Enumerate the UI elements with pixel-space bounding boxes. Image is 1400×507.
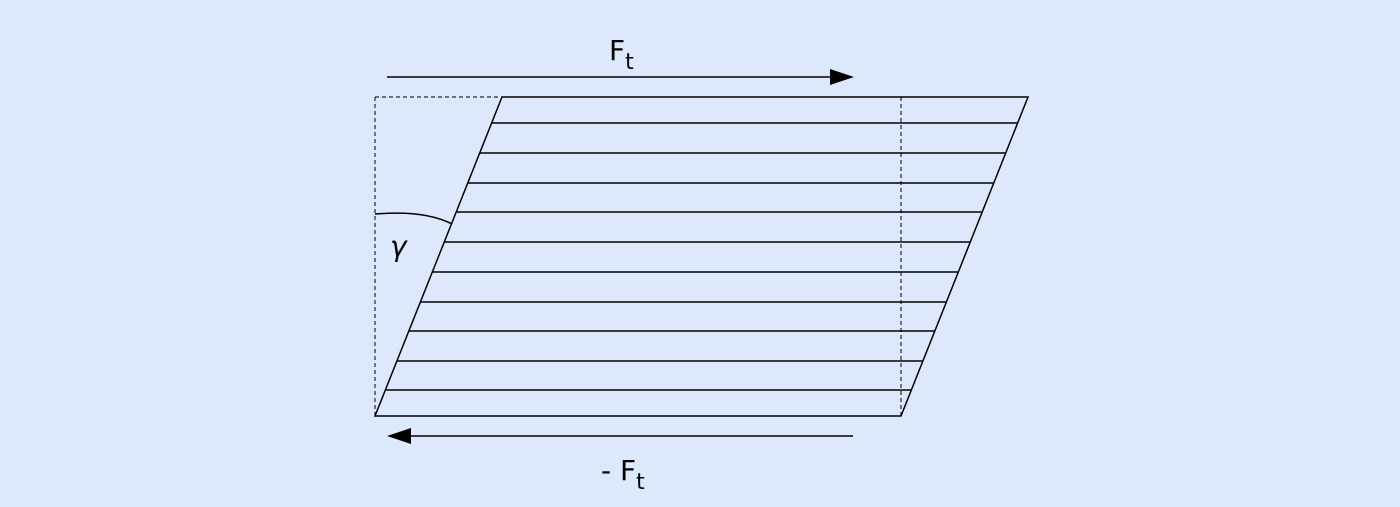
bottom-force-label: - Ft	[601, 454, 645, 495]
undeformed-outline	[374, 96, 902, 416]
top-force-arrowhead	[830, 69, 854, 85]
bottom-force-subscript: t	[636, 470, 645, 495]
top-force-symbol: F	[609, 34, 625, 67]
top-force-label: Ft	[609, 34, 634, 75]
bottom-force-arrowhead	[387, 428, 411, 444]
bottom-force-symbol: F	[620, 454, 636, 487]
angle-arc	[374, 212, 453, 225]
top-force-subscript: t	[625, 50, 634, 75]
angle-label: γ	[390, 230, 408, 263]
layer-lines	[385, 122, 1018, 391]
sheared-block	[373, 96, 1030, 417]
bottom-force-prefix: -	[601, 454, 620, 487]
